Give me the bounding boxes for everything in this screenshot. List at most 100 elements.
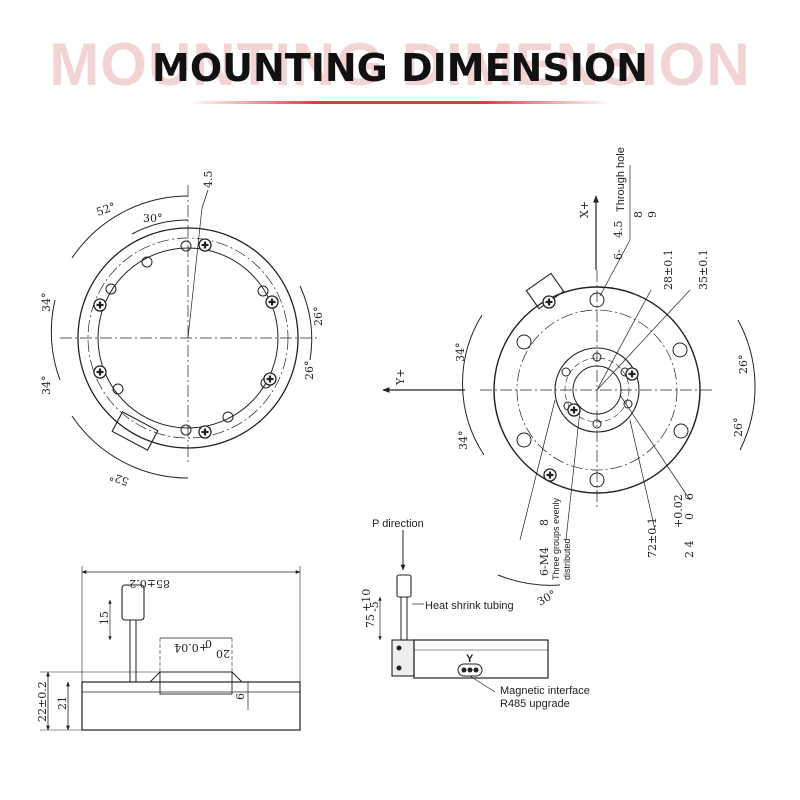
left-screw-icon [92, 364, 108, 380]
right-hole [589, 292, 605, 308]
through-hole-8: 8 [632, 211, 645, 218]
right-screw-icon [541, 294, 557, 310]
right-dim-24-depth: 6 [683, 493, 696, 500]
p-direction-label: P direction [372, 518, 424, 530]
left-angle-34-bottom: 34° [40, 376, 53, 396]
right-dim-35: 35±0.1 [697, 249, 710, 290]
through-hole-9: 9 [646, 211, 659, 218]
side-bore-top [149, 671, 243, 683]
right-angle-34-top: 34° [454, 343, 467, 363]
side-dim-22: 22±0.2 [36, 681, 49, 722]
right-plan-view [462, 165, 756, 586]
magnetic-pin-icon [467, 667, 473, 673]
magnetic-pin-icon [473, 667, 479, 673]
right-hole [516, 432, 532, 448]
thread-depth: 8 [538, 519, 551, 526]
side-dim-6: 6 [234, 693, 247, 700]
left-connector-tab [111, 411, 159, 451]
left-leader-45 [187, 207, 203, 339]
right-small-hole [623, 399, 633, 409]
magnetic-label-1: Magnetic interface [500, 685, 590, 697]
right-dim-72: 72±0.1 [646, 517, 659, 558]
right-leader-72 [629, 419, 656, 531]
right-screw-icon [542, 467, 558, 483]
left-angle-26-top: 26° [312, 307, 325, 327]
thread-m4: 6-M4 [538, 547, 551, 576]
cable-dim-75-tol-low: -5 [368, 601, 381, 612]
right-angle-30: 30° [535, 588, 558, 609]
right-hole [672, 342, 688, 358]
side-dim-20-tol-low: 0 [205, 637, 212, 650]
axis-x-label: X+ [578, 201, 591, 218]
right-leader-m4 [519, 399, 556, 541]
right-dim-28: 28±0.1 [662, 249, 675, 290]
side-dim-20: 20 [216, 647, 230, 660]
left-hole [180, 240, 192, 252]
side-cable [129, 619, 137, 683]
magnetic-pin-icon [461, 667, 467, 673]
side-dim-21: 21 [56, 696, 69, 710]
magnetic-leader [469, 675, 496, 693]
right-small-hole [592, 352, 602, 362]
right-small-hole [561, 367, 571, 377]
header: MOUNTING DIMENSION MOUNTING DIMENSION [0, 0, 800, 120]
page-title: MOUNTING DIMENSION [152, 46, 648, 90]
right-hole [516, 334, 532, 350]
right-dim-24-tol-up: +0.02 [672, 494, 685, 528]
right-arc-26 [737, 319, 756, 451]
right-hole [673, 423, 689, 439]
left-leader-45b [201, 189, 209, 209]
cable-body [413, 639, 549, 679]
right-arc-30 [497, 574, 561, 586]
left-plan-view [50, 185, 320, 479]
right-leader-35 [596, 289, 691, 391]
left-hole [141, 256, 153, 268]
right-angle-34-bottom: 34° [457, 431, 470, 451]
y-mark: Y [466, 653, 474, 665]
left-arc-52-top [71, 195, 189, 259]
left-hole [180, 424, 192, 436]
through-hole-count: 6- [612, 249, 625, 260]
left-angle-52-top: 52° [95, 200, 118, 219]
clamp-screw-icon [396, 645, 402, 651]
cable-clamp [391, 639, 415, 677]
right-leader-24 [619, 394, 691, 501]
right-screw-icon [566, 402, 582, 418]
axis-y-label: Y+ [394, 369, 407, 386]
left-arc-52-bottom [71, 415, 189, 479]
magnetic-label-2: R485 upgrade [500, 698, 570, 710]
side-body [81, 681, 301, 731]
side-dim-20-tol-up: +0.04 [174, 641, 208, 654]
left-screw-icon [262, 371, 278, 387]
left-hole [222, 411, 234, 423]
right-leader-groups [565, 409, 581, 541]
right-leader-28 [596, 289, 652, 391]
right-angle-26-bottom: 26° [732, 418, 745, 438]
title-underline [190, 101, 610, 104]
cable-dim-75: 75 [364, 614, 377, 628]
left-hole [112, 383, 124, 395]
right-dim-24-tol-low: 0 [683, 513, 696, 520]
right-angle-26-top: 26° [737, 355, 750, 375]
left-arc-30 [131, 219, 189, 235]
through-hole-size: 4.5 [612, 221, 625, 239]
through-hole-label: Through hole [615, 147, 627, 212]
left-angle-26-bottom: 26° [303, 361, 316, 381]
left-hole [105, 283, 117, 295]
left-angle-52-bottom: 52° [108, 469, 131, 488]
header-ghost-text: MOUNTING DIMENSION [49, 31, 751, 98]
left-hole [257, 285, 269, 297]
cable-dim-75-tol-up: +10 [360, 589, 373, 612]
left-angle-30: 30° [143, 212, 163, 225]
side-dim-85: 85±0.2 [129, 577, 170, 590]
left-screw-icon [92, 297, 108, 313]
right-arc-34 [462, 314, 485, 456]
side-bore [159, 671, 233, 695]
right-dim-24: 2 4 [683, 541, 696, 559]
clamp-screw-icon [396, 665, 402, 671]
left-arc-34 [50, 299, 61, 381]
right-small-hole [592, 419, 602, 429]
left-dim-4-5: 4.5 [202, 171, 215, 189]
side-view [40, 566, 301, 731]
